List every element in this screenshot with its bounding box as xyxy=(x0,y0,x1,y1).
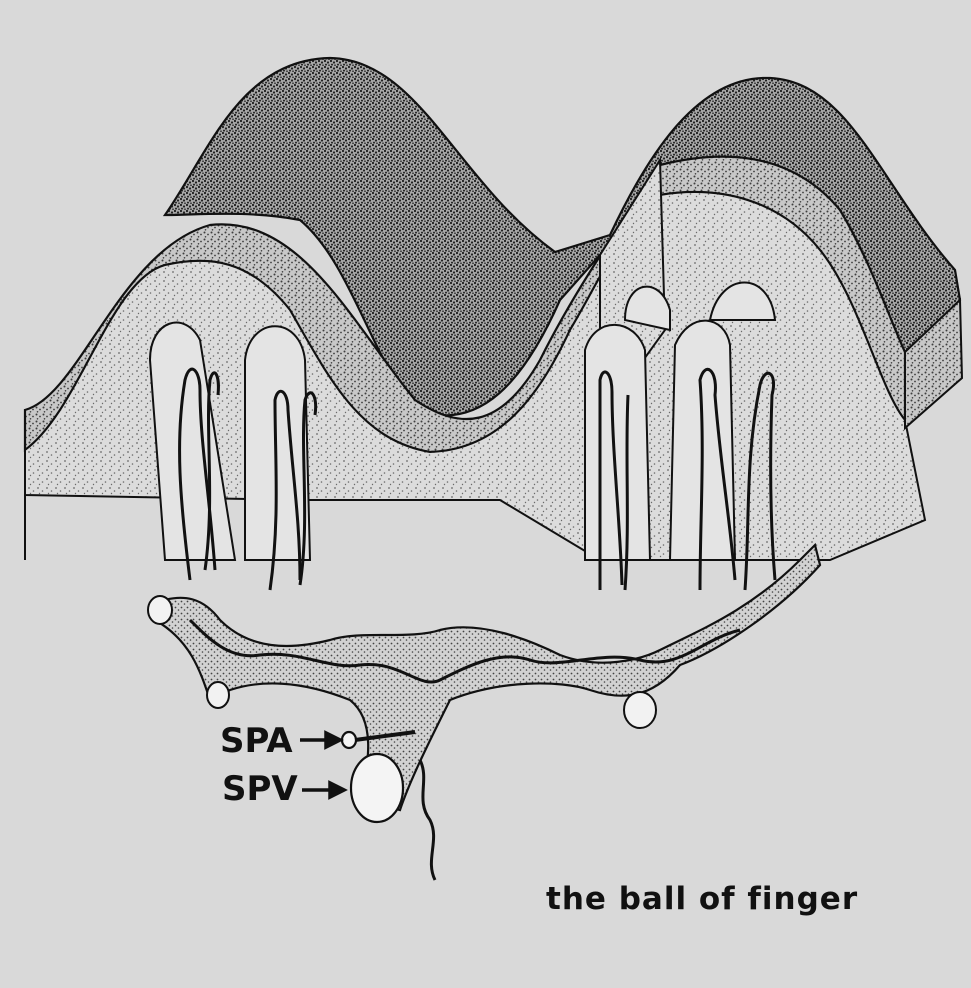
spa-artery-cross-section xyxy=(342,732,356,748)
vessel-end-right xyxy=(624,692,656,728)
spv-label: SPV xyxy=(222,772,298,806)
papilla-2 xyxy=(245,326,310,560)
vessel-end-left-lower xyxy=(207,682,229,708)
caption-label: the ball of finger xyxy=(546,884,858,915)
spv-vein-cross-section xyxy=(351,754,403,822)
spa-label: SPA xyxy=(220,724,293,758)
vessel-end-left-upper xyxy=(148,596,172,624)
